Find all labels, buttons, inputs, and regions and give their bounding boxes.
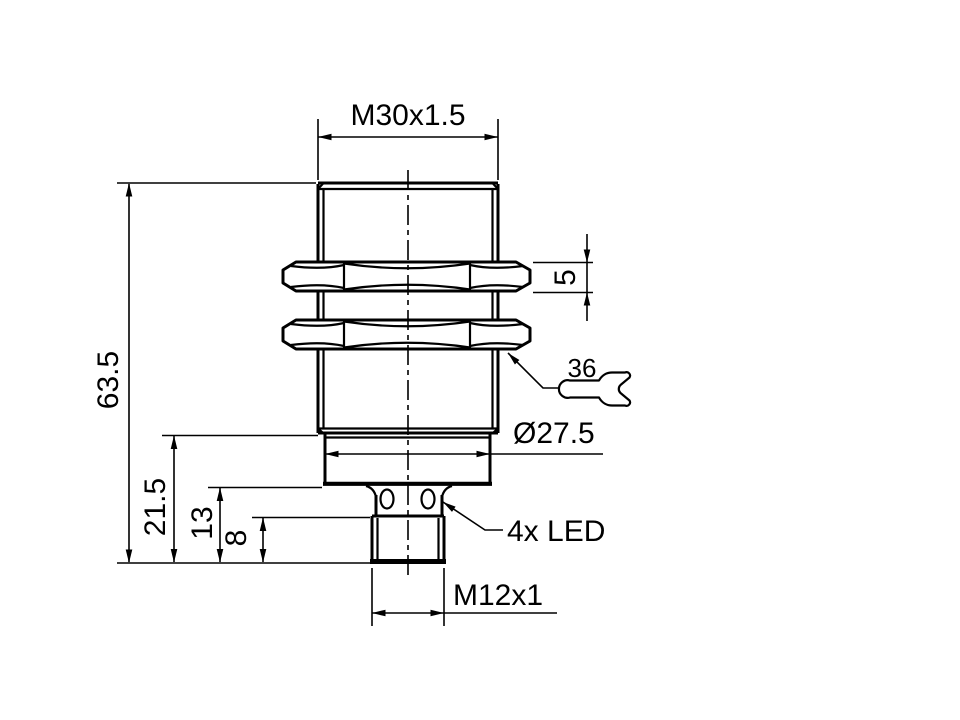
dim-wrench-size: 36: [507, 352, 632, 407]
hex-nut-lower: [281, 318, 532, 351]
led-indicator-right: [420, 488, 436, 510]
dim-connector-length: 8: [220, 516, 370, 563]
sensor-body: [316, 181, 500, 564]
note-led: 4x LED: [442, 501, 605, 548]
dim-overall-length-label: 63.5: [92, 351, 125, 409]
dim-connector-thread: M12x1: [371, 568, 557, 626]
dim-connector-length-label: 8: [220, 530, 253, 547]
led-indicator-left: [379, 488, 395, 510]
dim-body-diameter-label: Ø27.5: [513, 417, 595, 450]
dim-shoulder-length-label: 21.5: [139, 478, 172, 536]
dim-led-band-length-label: 13: [186, 506, 219, 539]
mounting-nuts: [281, 260, 532, 351]
dim-body-diameter: Ø27.5: [325, 417, 603, 458]
hex-nut-upper: [281, 260, 532, 293]
led-band: [365, 484, 453, 516]
dim-connector-thread-label: M12x1: [453, 579, 543, 612]
dim-overall-length: 63.5: [92, 182, 371, 564]
dim-top-thread-label: M30x1.5: [350, 99, 465, 132]
note-led-label: 4x LED: [507, 515, 605, 548]
dim-nut-thickness: 5: [533, 234, 593, 321]
wrench-icon: [557, 371, 632, 407]
dim-nut-thickness-label: 5: [549, 269, 582, 286]
dim-shoulder-length: 21.5: [139, 434, 318, 563]
dim-top-thread: M30x1.5: [317, 99, 499, 180]
body-flange: [323, 433, 492, 486]
dim-led-band-length: 13: [186, 486, 322, 563]
dim-wrench-size-label: 36: [568, 353, 597, 383]
